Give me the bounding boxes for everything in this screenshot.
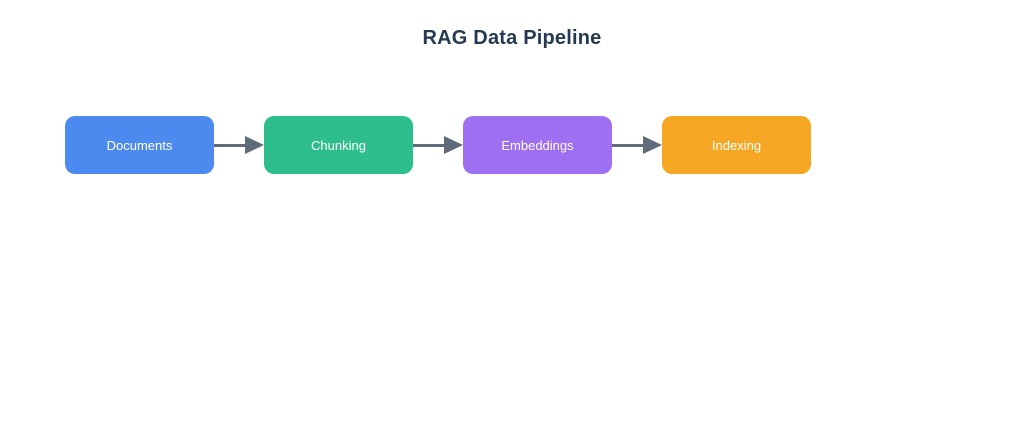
arrow-connector	[413, 136, 463, 154]
arrow-connector	[214, 136, 264, 154]
node-label-embeddings: Embeddings	[501, 137, 574, 153]
flow-node-indexing: Indexing	[662, 116, 811, 174]
pipeline-flow: Documents Chunking Embeddings Indexing	[65, 116, 811, 174]
node-label-chunking: Chunking	[311, 137, 366, 153]
arrow-line	[413, 143, 444, 147]
arrowhead-icon	[245, 136, 264, 154]
arrowhead-icon	[643, 136, 662, 154]
flow-node-embeddings: Embeddings	[463, 116, 612, 174]
flow-node-documents: Documents	[65, 116, 214, 174]
node-label-documents: Documents	[106, 137, 173, 153]
page-title: RAG Data Pipeline	[422, 27, 602, 49]
arrow-line	[214, 143, 245, 147]
arrowhead-icon	[444, 136, 463, 154]
arrow-line	[612, 143, 643, 147]
node-label-indexing: Indexing	[711, 137, 762, 153]
flow-node-chunking: Chunking	[264, 116, 413, 174]
arrow-connector	[612, 136, 662, 154]
